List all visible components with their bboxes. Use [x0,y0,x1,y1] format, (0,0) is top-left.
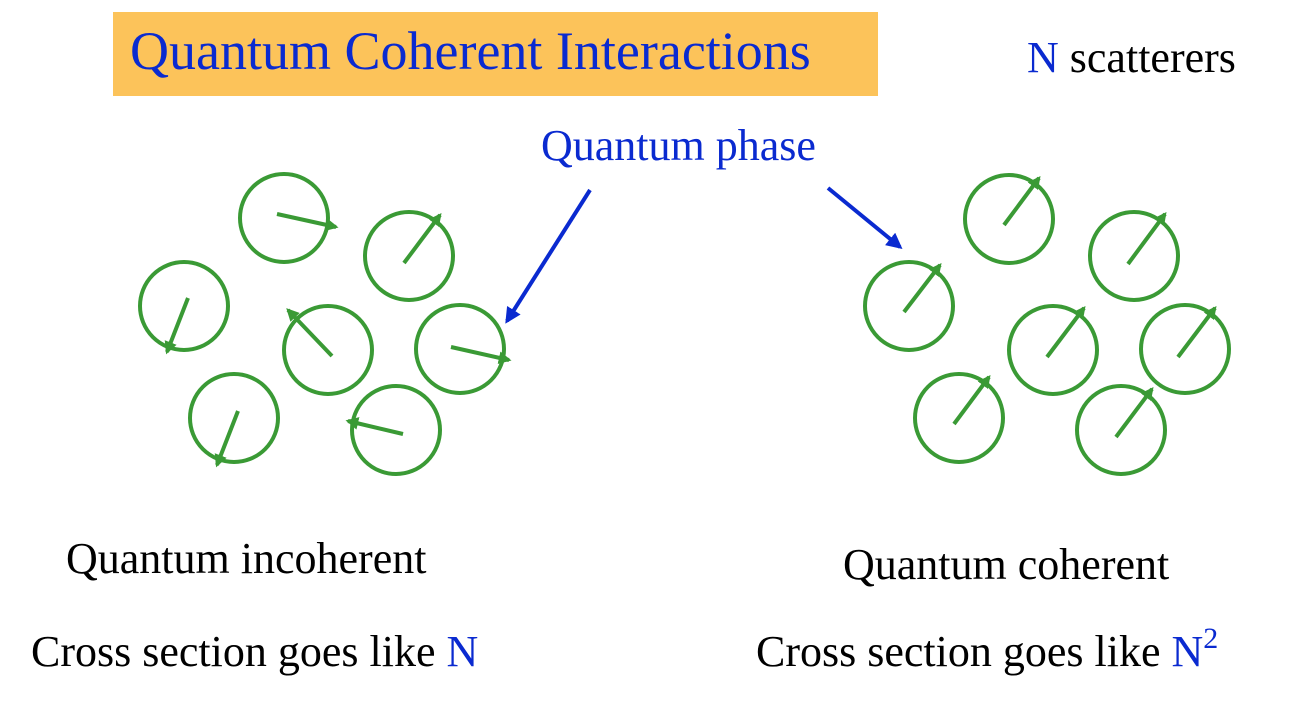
scatterers-text: scatterers [1069,33,1236,82]
scatterer [1139,303,1231,395]
phase-arrow-right [826,186,903,250]
scatterer [282,304,374,396]
incoherent-cross-section: Cross section goes like N [31,627,479,676]
scatterer [414,303,512,395]
cross-section-symbol: N [446,627,479,676]
scatterer [238,172,339,264]
coherent-cross-section: Cross section goes like N2 [756,624,1219,676]
scatterer [138,260,230,355]
cross-section-symbol: N2 [1171,624,1219,676]
scatterer [345,384,442,476]
cross-section-text: Cross section goes like [756,627,1161,676]
scatterer [963,173,1055,265]
incoherent-caption: Quantum incoherent [66,534,427,583]
scatterer [363,210,455,302]
cross-section-base: N [1171,627,1204,676]
incoherent-scatterers [138,172,512,476]
scatterer [913,372,1005,464]
coherent-caption: Quantum coherent [843,540,1170,589]
scatterers-symbol: N [1027,33,1059,82]
scatterer [863,260,955,352]
cross-section-exponent: 2 [1203,622,1219,655]
page-title: Quantum Coherent Interactions [130,21,811,81]
scatterer [1088,210,1180,302]
scatterer [1075,384,1167,476]
scatterer [1007,304,1099,396]
coherent-scatterers [863,173,1231,476]
scatterers-label: N scatterers [1027,33,1236,82]
quantum-phase-label: Quantum phase [541,121,816,170]
scatterer [188,372,280,468]
phase-arrow-left [505,188,592,324]
cross-section-text: Cross section goes like [31,627,436,676]
title-highlight [113,12,878,96]
